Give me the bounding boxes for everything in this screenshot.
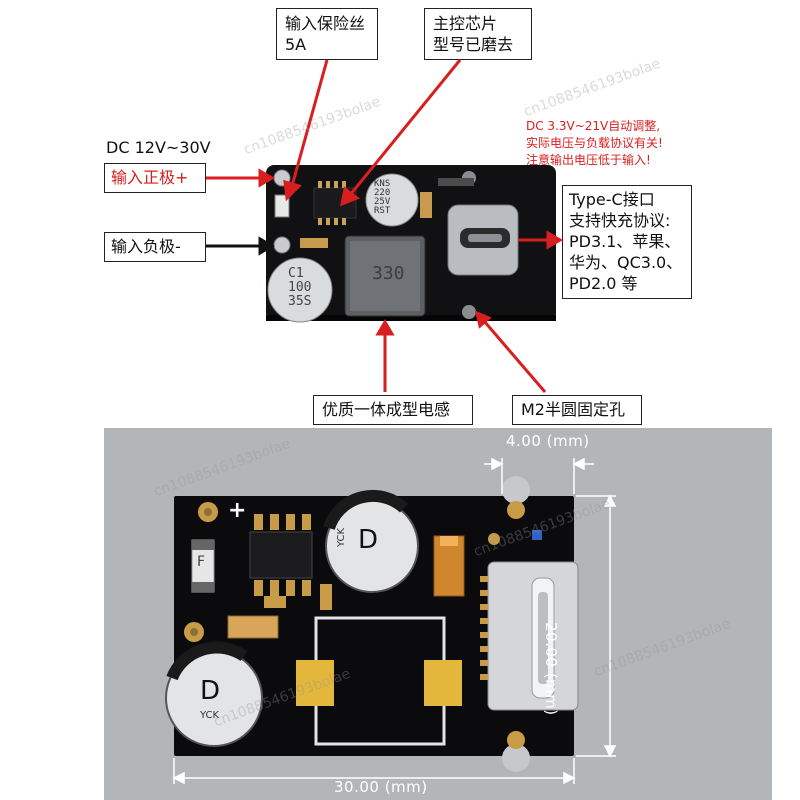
bottom-inductor-pad-left xyxy=(296,660,334,706)
bottom-cap-bottom-brand: YCK xyxy=(200,710,220,721)
bottom-cap-top-brand: YCK xyxy=(336,527,348,548)
hole-callout: M2半圆固定孔 xyxy=(512,395,642,425)
input-positive-callout: 输入正极+ xyxy=(104,163,206,193)
top-input-negative-pad xyxy=(273,236,291,254)
input-negative-callout: 输入负极- xyxy=(104,232,206,262)
bottom-half-hole-bottom xyxy=(502,744,530,772)
dimension-right-label: 20.00 (mm) xyxy=(542,622,560,716)
top-cap-2 xyxy=(267,257,333,323)
dimension-top-label: 4.00 (mm) xyxy=(506,432,590,450)
top-inductor-label: 330 xyxy=(372,263,405,284)
top-product-figure: 输入保险丝 5A 主控芯片 型号已磨去 DC 12V~30V 输入正极+ 输入负… xyxy=(104,8,692,425)
bottom-fuse-label: F xyxy=(197,554,206,570)
bottom-chip xyxy=(249,531,313,579)
bottom-dimension-figure: + F D YCK D YCK 4.00 (mm) 20.00 (mm) 30.… xyxy=(104,428,772,800)
bottom-half-hole-top xyxy=(502,476,530,504)
bottom-inductor-pad-right xyxy=(424,660,462,706)
dimension-bottom-label: 30.00 (mm) xyxy=(334,778,428,796)
dc-range-label: DC 12V~30V xyxy=(106,138,211,157)
top-cap-2-label: C1 100 35S xyxy=(288,266,312,309)
top-hole-2 xyxy=(462,305,476,319)
top-fuse xyxy=(274,194,290,218)
auto-adjust-note: DC 3.3V~21V自动调整, 实际电压与负载协议有关! 注意输出电压低于输入… xyxy=(526,119,663,167)
bottom-cap-bottom-letter: D xyxy=(200,676,221,706)
fuse-callout: 输入保险丝 5A xyxy=(276,8,378,60)
bottom-board-svg xyxy=(165,457,617,785)
chip-callout: 主控芯片 型号已磨去 xyxy=(424,8,532,60)
inductor-callout: 优质一体成型电感 xyxy=(313,395,473,425)
top-cap-1-label: KNS 220 25V RST xyxy=(374,179,391,216)
bottom-cap-top-letter: D xyxy=(358,525,379,555)
bottom-plus-sign: + xyxy=(228,498,247,523)
top-cap-1 xyxy=(365,173,419,227)
top-board-svg xyxy=(206,59,563,393)
typec-callout: Type-C接口 支持快充协议: PD3.1、苹果、 华为、QC3.0、 PD2… xyxy=(562,185,692,299)
